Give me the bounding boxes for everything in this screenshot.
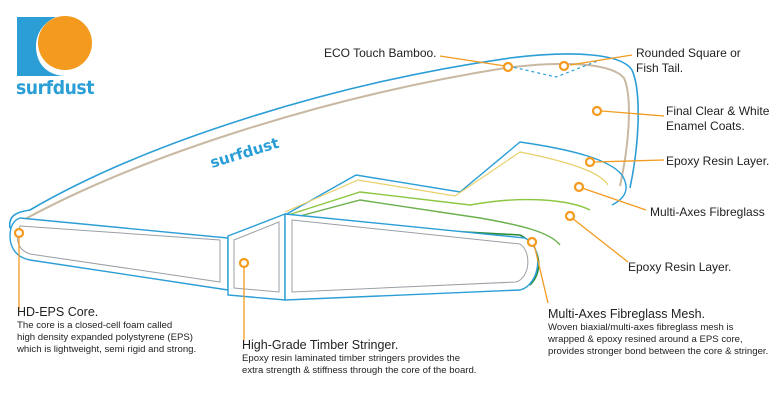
timber-stringer <box>227 212 286 301</box>
stringer-inner <box>233 221 280 293</box>
leader-mesh <box>533 243 549 304</box>
stringer-title: High-Grade Timber Stringer. <box>242 338 399 352</box>
core-desc-line3: which is lightweight, semi rigid and str… <box>17 344 197 355</box>
logo-sun-icon <box>38 16 92 70</box>
marker-mesh <box>526 236 538 248</box>
label-final-coats-line2: Enamel Coats. <box>666 119 745 133</box>
stringer-desc-line2: extra strength & stiffness through the c… <box>242 365 477 376</box>
label-epoxy-resin-1: Epoxy Resin Layer. <box>666 154 770 168</box>
label-tail-line1: Rounded Square or <box>636 46 741 60</box>
leader-multi-axes <box>581 187 647 211</box>
leader-final-coats <box>601 110 665 117</box>
leader-eco-bamboo <box>439 55 506 67</box>
surfdust-logo: surfdust <box>16 16 95 99</box>
stringer-desc-line1: Epoxy resin laminated timber stringers p… <box>242 353 461 364</box>
board-deck: surfdust <box>8 53 639 229</box>
marker-final-coats <box>591 105 603 117</box>
leader-epoxy-1 <box>593 159 665 163</box>
label-tail-line2: Fish Tail. <box>636 61 684 75</box>
logo-wave-icon <box>17 17 66 76</box>
core-desc-line2: high density expanded polystyrene (EPS) <box>17 332 193 343</box>
fibreglass-layer-mid <box>284 199 561 246</box>
epoxy-layer-yellow <box>284 151 609 213</box>
leader-epoxy-2 <box>571 217 629 263</box>
board-cutaway <box>9 141 627 301</box>
marker-multi-axes <box>573 181 585 193</box>
marker-epoxy-1 <box>584 156 596 168</box>
leader-lines <box>18 54 665 340</box>
mesh-desc-line3: provides stronger bond between the core … <box>548 346 769 357</box>
right-core-block <box>284 213 539 301</box>
marker-core <box>13 227 25 239</box>
marker-stringer <box>238 257 250 269</box>
cut-top-face <box>9 141 627 241</box>
logo-text: surfdust <box>16 77 94 99</box>
label-multi-axes-fibreglass: Multi-Axes Fibreglass <box>650 205 765 219</box>
left-rail-block <box>9 217 229 291</box>
marker-epoxy-2 <box>564 210 576 222</box>
mesh-desc-line2: wrapped & epoxy resined around a EPS cor… <box>548 334 743 345</box>
right-core-inner <box>291 219 529 293</box>
leader-tail <box>569 54 633 66</box>
mesh-title: Multi-Axes Fibreglass Mesh. <box>548 307 705 321</box>
mesh-desc-line1: Woven biaxial/multi-axes fibreglass mesh… <box>548 322 734 333</box>
board-brand-text: surfdust <box>208 134 281 172</box>
marker-tail <box>558 60 570 72</box>
tail-dashed-line <box>507 59 601 78</box>
fibreglass-layer-light <box>284 191 591 217</box>
marker-rings <box>13 60 603 269</box>
outer-coat-outline <box>8 53 639 229</box>
core-desc-line1: The core is a closed-cell foam called <box>17 320 173 331</box>
marker-eco-bamboo <box>502 61 514 73</box>
label-eco-bamboo: ECO Touch Bamboo. <box>324 46 437 60</box>
core-title: HD-EPS Core. <box>17 305 99 319</box>
label-final-coats-line1: Final Clear & White <box>666 104 770 118</box>
label-epoxy-resin-2: Epoxy Resin Layer. <box>628 260 732 274</box>
